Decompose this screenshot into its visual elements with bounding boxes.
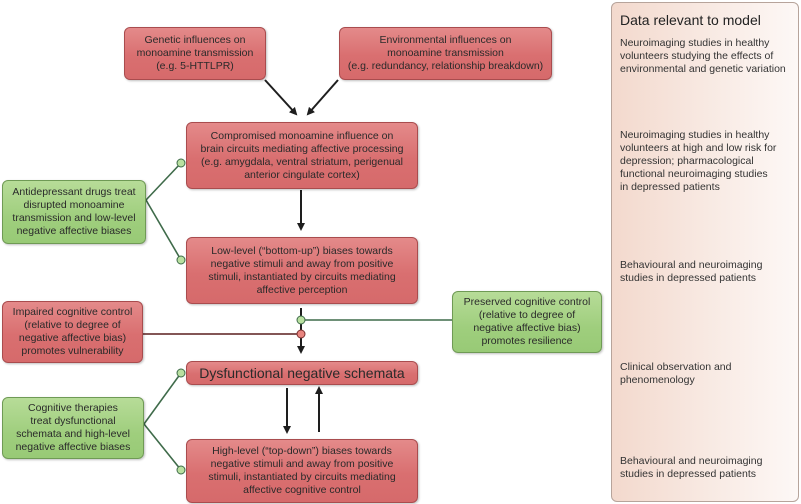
panel-entry-behavioural-2: Behavioural and neuroimaging studies in …	[620, 455, 763, 480]
genetic-influences-box: Genetic influences on monoamine transmis…	[124, 27, 266, 80]
cognitive-therapies-box: Cognitive therapies treat dysfunctional …	[2, 397, 144, 459]
node-preserved-control	[296, 315, 306, 325]
node-therapies-highlevel	[176, 465, 186, 475]
panel-entry-clinical: Clinical observation and phenomenology	[620, 361, 732, 386]
panel-title: Data relevant to model	[620, 12, 761, 28]
arrow-genetic-to-compromised	[264, 79, 298, 116]
panel-entry-behavioural-1: Behavioural and neuroimaging studies in …	[620, 259, 763, 284]
environmental-influences-box: Environmental influences on monoamine tr…	[339, 27, 552, 80]
data-relevant-panel: Data relevant to model Neuroimaging stud…	[611, 2, 799, 502]
arrow-environmental-to-compromised	[306, 79, 339, 116]
node-impaired-control	[296, 329, 306, 339]
link-antidepressants-to-compromised	[145, 162, 182, 201]
link-therapies-to-schemata	[143, 372, 182, 425]
node-antidepressants-lowlevel	[176, 255, 186, 265]
compromised-monoamine-box: Compromised monoamine influence on brain…	[186, 122, 418, 189]
dysfunctional-negative-schemata-box: Dysfunctional negative schemata	[186, 361, 418, 385]
high-level-biases-box: High-level (“top-down”) biases towards n…	[186, 439, 418, 503]
impaired-cognitive-control-box: Impaired cognitive control (relative to …	[2, 301, 143, 363]
panel-entry-high-low-risk: Neuroimaging studies in healthy voluntee…	[620, 129, 777, 193]
antidepressant-drugs-box: Antidepressant drugs treat disrupted mon…	[2, 180, 146, 244]
preserved-cognitive-control-box: Preserved cognitive control (relative to…	[452, 291, 602, 353]
node-therapies-schemata	[176, 368, 186, 378]
link-therapies-to-highlevel	[143, 423, 182, 471]
link-antidepressants-to-lowlevel	[145, 199, 182, 261]
low-level-biases-box: Low-level (“bottom-up”) biases towards n…	[186, 237, 418, 304]
node-antidepressants-compromised	[176, 158, 186, 168]
panel-entry-genetic-environmental: Neuroimaging studies in healthy voluntee…	[620, 37, 786, 75]
